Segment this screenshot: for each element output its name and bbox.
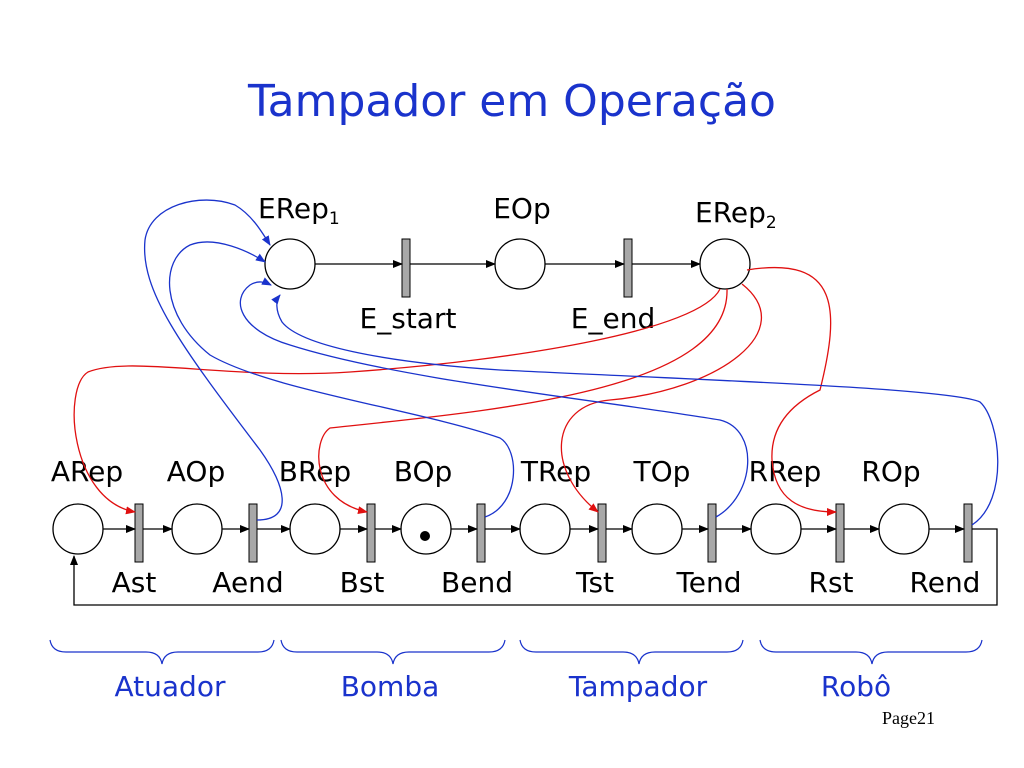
release-arcs	[143, 199, 999, 526]
label-rst: Rst	[808, 566, 853, 599]
group-braces	[49, 639, 983, 665]
brace-tampador	[519, 639, 744, 665]
group-label-atuador: Atuador	[115, 670, 226, 703]
label-trep: TRep	[520, 455, 591, 488]
label-aop: AOp	[167, 455, 225, 488]
brace-robo	[759, 639, 983, 665]
label-erep1-sub: 1	[329, 209, 340, 229]
place-rrep	[750, 503, 802, 555]
label-erep2-sub: 2	[766, 213, 777, 233]
group-labels: Atuador Bomba Tampador Robô	[115, 670, 892, 703]
bottom-places	[52, 503, 930, 555]
place-arep	[52, 503, 104, 555]
place-brep	[289, 503, 341, 555]
label-rend: Rend	[910, 566, 981, 599]
slide-title: Tampador em Operação	[247, 76, 776, 127]
request-arc-tst	[560, 283, 763, 513]
label-top: TOp	[633, 455, 691, 488]
label-bst: Bst	[340, 566, 385, 599]
label-brep: BRep	[279, 455, 351, 488]
bottom-transitions	[134, 503, 973, 563]
label-rop: ROp	[861, 455, 920, 488]
label-e-end: E_end	[571, 302, 655, 335]
page-number: Page21	[882, 708, 935, 728]
label-rrep: RRep	[749, 455, 822, 488]
place-top	[631, 503, 683, 555]
transition-e-start	[401, 238, 411, 298]
label-e-start: E_start	[360, 302, 457, 335]
bottom-place-labels: ARep AOp BRep BOp TRep TOp RRep ROp	[51, 455, 921, 488]
request-arc-bst	[318, 288, 728, 515]
place-erep1	[264, 238, 316, 290]
group-label-tampador: Tampador	[568, 670, 708, 703]
label-ast: Ast	[112, 566, 157, 599]
request-arc-rst	[746, 266, 837, 516]
release-arc-rend	[271, 294, 999, 526]
group-label-robo: Robô	[821, 670, 891, 703]
arc-rend-loop-arep	[70, 528, 998, 606]
release-arc-aend	[143, 199, 283, 521]
label-erep1-name: ERep	[258, 192, 329, 225]
request-arcs	[73, 266, 837, 516]
label-eop: EOp	[493, 192, 551, 225]
transition-ast	[134, 503, 144, 563]
label-bend: Bend	[441, 566, 513, 599]
label-bop: BOp	[394, 455, 453, 488]
transition-e-end	[623, 238, 633, 298]
bottom-transition-labels: Ast Aend Bst Bend Tst Tend Rst Rend	[112, 566, 981, 599]
label-erep1: ERep1	[258, 192, 340, 229]
release-arc-tend	[239, 277, 749, 518]
transition-tst	[597, 503, 607, 563]
place-erep2	[699, 238, 751, 290]
brace-atuador	[49, 639, 275, 665]
transition-bend	[476, 503, 486, 563]
label-erep2: ERep2	[695, 196, 777, 233]
release-arc-bend	[168, 241, 515, 518]
place-trep	[519, 503, 571, 555]
place-rop	[878, 503, 930, 555]
label-tst: Tst	[575, 566, 614, 599]
place-bop	[400, 503, 452, 555]
brace-bomba	[280, 639, 506, 665]
bottom-arcs	[70, 525, 998, 606]
place-eop	[494, 238, 546, 290]
label-aend: Aend	[212, 566, 283, 599]
transition-aend	[248, 503, 258, 563]
token-bop	[420, 531, 430, 541]
top-net: ERep1 EOp ERep2 E_start E_end	[258, 192, 777, 335]
request-arc-ast	[73, 288, 721, 515]
transition-tend	[707, 503, 717, 563]
label-tend: Tend	[675, 566, 741, 599]
transition-bst	[366, 503, 376, 563]
label-erep2-name: ERep	[695, 196, 766, 229]
transition-rend	[963, 503, 973, 563]
bottom-net: ARep AOp BRep BOp TRep TOp RRep ROp Ast …	[51, 455, 998, 606]
transition-rst	[835, 503, 845, 563]
group-label-bomba: Bomba	[341, 670, 440, 703]
place-aop	[171, 503, 223, 555]
